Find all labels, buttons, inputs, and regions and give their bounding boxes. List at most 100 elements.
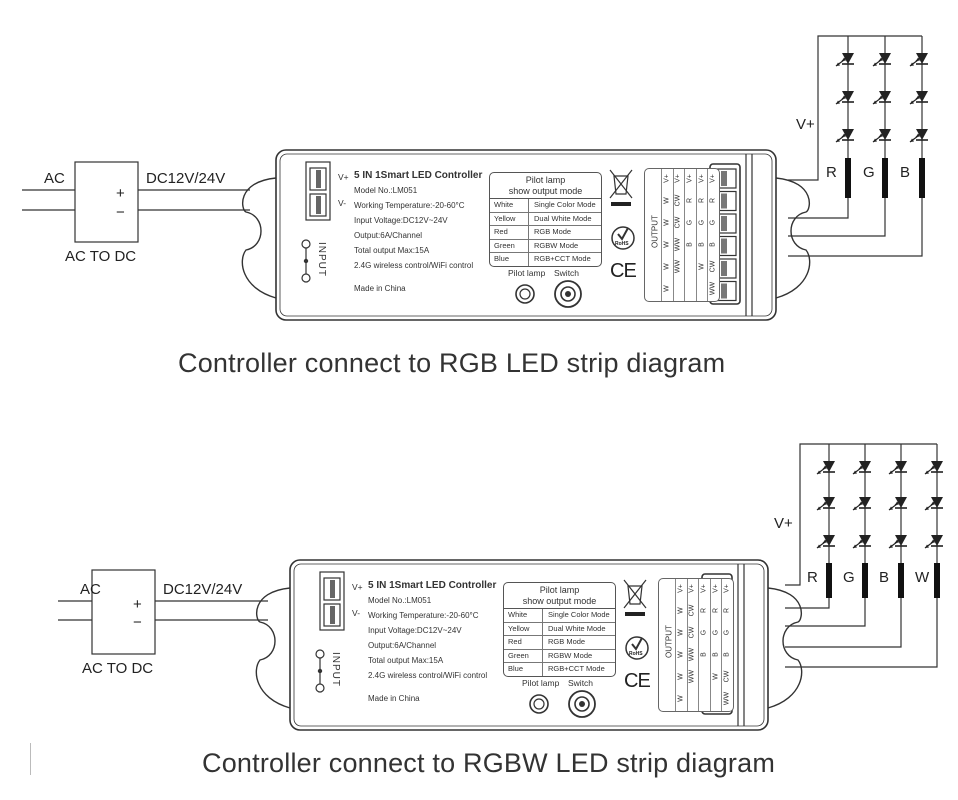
- vplus-label: V+: [796, 116, 815, 133]
- minus-polarity-icon: [301, 273, 311, 283]
- spec-total-output: Total output Max:15A: [354, 246, 430, 255]
- input-vplus-label: V+: [352, 582, 363, 592]
- plus-polarity-icon: [301, 239, 311, 249]
- strip-channel-label-b: B: [900, 164, 911, 181]
- spec-model: Model No.:LM051: [368, 596, 432, 605]
- light-emission-arrowhead: [836, 62, 840, 66]
- rohs-check-icon: [617, 227, 629, 241]
- edge-artifact-line: [30, 743, 31, 775]
- channel-return-wire: [788, 198, 849, 219]
- pilot-lamp-label: Pilot lamp: [508, 268, 546, 278]
- input-terminal-block: [319, 571, 345, 631]
- output-terminal-label: B: [700, 652, 708, 657]
- rohs-icon: [625, 636, 649, 660]
- output-terminal-slot: [721, 261, 727, 276]
- light-emission-arrowhead: [925, 506, 929, 510]
- weee-bar: [611, 202, 631, 206]
- left-mounting-ear: [241, 177, 277, 299]
- pilot-mode: Single Color Mode: [548, 610, 610, 619]
- switch-button-ring: [560, 286, 576, 302]
- output-terminal-label: CW: [674, 194, 682, 207]
- ce-mark: CE: [610, 260, 637, 282]
- pilot-color: Yellow: [504, 622, 543, 635]
- output-terminal-label: B: [709, 242, 717, 247]
- spec-model: Model No.:LM051: [354, 186, 418, 195]
- output-terminal-label: W: [663, 219, 671, 226]
- pilot-color: Green: [490, 239, 529, 252]
- output-terminal-label: CW: [674, 216, 682, 229]
- vplus-bus-wire: [788, 35, 922, 181]
- led-diode-icon: [823, 461, 835, 472]
- output-terminal-label: V+: [663, 174, 671, 183]
- output-terminal-label: G: [709, 219, 717, 226]
- led-strip-resistor: [919, 158, 925, 198]
- input-label: INPUT: [316, 242, 327, 277]
- input-terminal-frame: [319, 571, 345, 631]
- controller-housing-inner: [293, 563, 765, 727]
- input-terminal-screw: [309, 167, 327, 191]
- output-terminal-slot: [721, 238, 727, 254]
- input-terminal-slot: [330, 580, 335, 598]
- pilot-mode: Single Color Mode: [534, 200, 596, 209]
- light-emission-arrowhead: [873, 100, 877, 104]
- ac-input-label: AC: [44, 170, 65, 187]
- pilot-lamp-inner: [533, 698, 545, 710]
- controller-housing: [289, 559, 769, 731]
- pilot-mode: RGB Mode: [548, 637, 586, 646]
- channel-return-wire: [785, 598, 902, 648]
- output-terminal-label: R: [712, 607, 720, 614]
- controller-title: 5 IN 1Smart LED Controller: [368, 580, 497, 591]
- led-diode-icon: [879, 53, 891, 64]
- light-emission-arrowhead: [910, 62, 914, 66]
- led-diode-icon: [931, 535, 943, 546]
- led-strip-b: [785, 444, 907, 648]
- led-strip-g: [788, 36, 891, 237]
- pilot-mode: Dual White Mode: [534, 213, 592, 223]
- output-terminal-label: CW: [688, 626, 696, 639]
- pilot-color: Green: [504, 649, 543, 662]
- output-terminal-label: WW: [674, 237, 682, 252]
- output-terminal-label: B: [723, 652, 731, 657]
- left-mounting-ear: [255, 587, 291, 709]
- strip-channel-label-b: B: [879, 569, 890, 586]
- led-diode-icon: [842, 53, 854, 64]
- led-diode-icon: [895, 535, 907, 546]
- controller-housing-inner: [279, 153, 773, 317]
- light-emission-arrowhead: [925, 544, 929, 548]
- strip-channel-label-g: G: [863, 164, 875, 181]
- input-terminal-screw: [309, 193, 327, 217]
- output-terminal-label: G: [698, 219, 706, 226]
- pilot-table-header: Pilot lamp show output mode: [504, 583, 615, 609]
- rohs-icon: [611, 226, 635, 250]
- controller-specs: 5 IN 1Smart LED Controller Model No.:LM0…: [368, 578, 496, 706]
- strip-channel-label-r: R: [807, 569, 818, 586]
- led-diode-icon: [916, 53, 928, 64]
- light-emission-arrowhead: [889, 544, 893, 548]
- led-strip-resistor: [826, 563, 832, 598]
- dc-output-label: DC12V/24V: [163, 581, 243, 598]
- pilot-table-row: Red RGB Mode: [504, 635, 615, 649]
- pilot-color: Red: [504, 636, 543, 649]
- input-terminal-screw: [323, 603, 341, 627]
- light-emission-arrowhead: [889, 470, 893, 474]
- channel-return-wire: [788, 198, 886, 237]
- output-terminal-label: R: [709, 197, 717, 204]
- weee-bin-icon: [623, 579, 647, 616]
- light-emission-arrowhead: [910, 138, 914, 142]
- input-vminus-label: V-: [338, 198, 347, 208]
- spec-input-voltage: Input Voltage:DC12V~24V: [368, 626, 462, 635]
- channel-return-wire: [785, 598, 866, 627]
- output-label: OUTPUT: [664, 625, 674, 658]
- light-emission-arrowhead: [889, 506, 893, 510]
- output-terminal-label: V+: [712, 584, 720, 593]
- rgb-wiring-diagram: AC DC12V/24V + − AC TO DC V+ V- INPUT 5 …: [22, 35, 928, 378]
- jack-center-icon: [303, 258, 309, 264]
- output-terminal-label: W: [677, 651, 685, 658]
- pilot-mode: Dual White Mode: [548, 623, 606, 633]
- led-strip-resistor: [845, 158, 851, 198]
